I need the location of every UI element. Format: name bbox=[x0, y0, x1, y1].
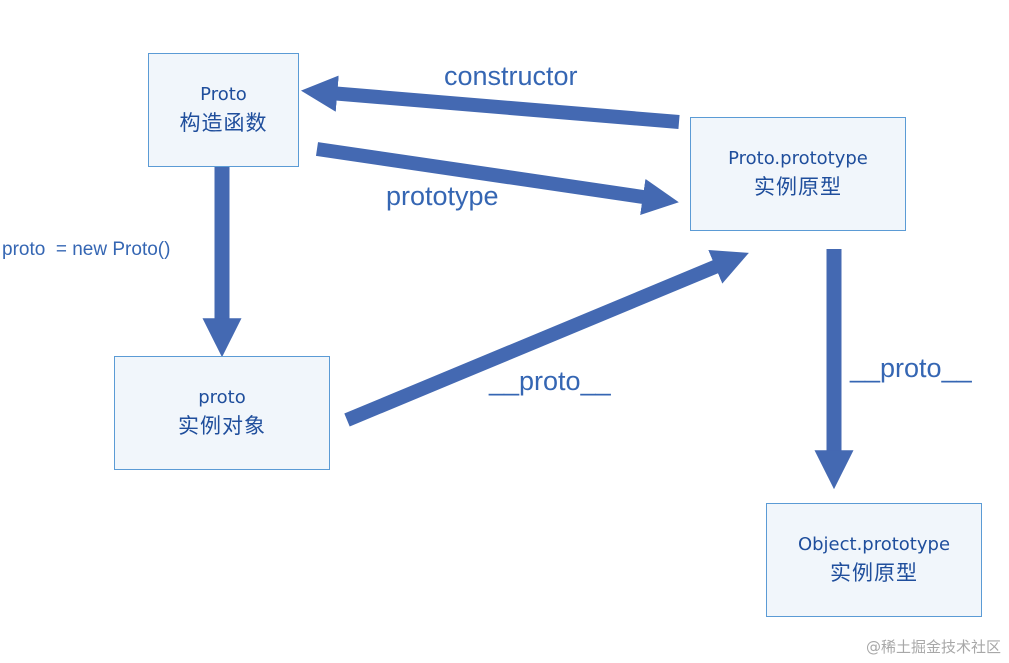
object-prototype-name: Object.prototype bbox=[797, 533, 951, 555]
proto-constructor-box: Proto 构造函数 bbox=[148, 53, 299, 167]
new-instance-label: proto = new Proto() bbox=[2, 239, 171, 260]
instance-proto-label: __proto__ bbox=[489, 366, 611, 396]
object-prototype-desc: 实例原型 bbox=[830, 560, 918, 585]
object-prototype-box: Object.prototype 实例原型 bbox=[766, 503, 982, 617]
proto-prototype-box: Proto.prototype 实例原型 bbox=[690, 117, 906, 231]
proto-prototype-desc: 实例原型 bbox=[754, 174, 842, 199]
watermark: @稀土掘金技术社区 bbox=[865, 638, 1001, 656]
proto-prototype-name: Proto.prototype bbox=[728, 147, 868, 169]
instance-box: proto 实例对象 bbox=[114, 356, 330, 470]
prototype-arrow bbox=[315, 142, 679, 215]
instance-desc: 实例对象 bbox=[178, 413, 266, 438]
constructor-arrow bbox=[300, 75, 680, 129]
prototype-label: prototype bbox=[386, 181, 499, 211]
proto-constructor-desc: 构造函数 bbox=[179, 110, 268, 135]
instance-proto-arrow bbox=[344, 249, 749, 427]
instance-name: proto bbox=[198, 386, 246, 408]
prototype-proto-label: __proto__ bbox=[850, 353, 972, 383]
proto-constructor-name: Proto bbox=[200, 83, 247, 105]
constructor-label: constructor bbox=[444, 61, 578, 91]
